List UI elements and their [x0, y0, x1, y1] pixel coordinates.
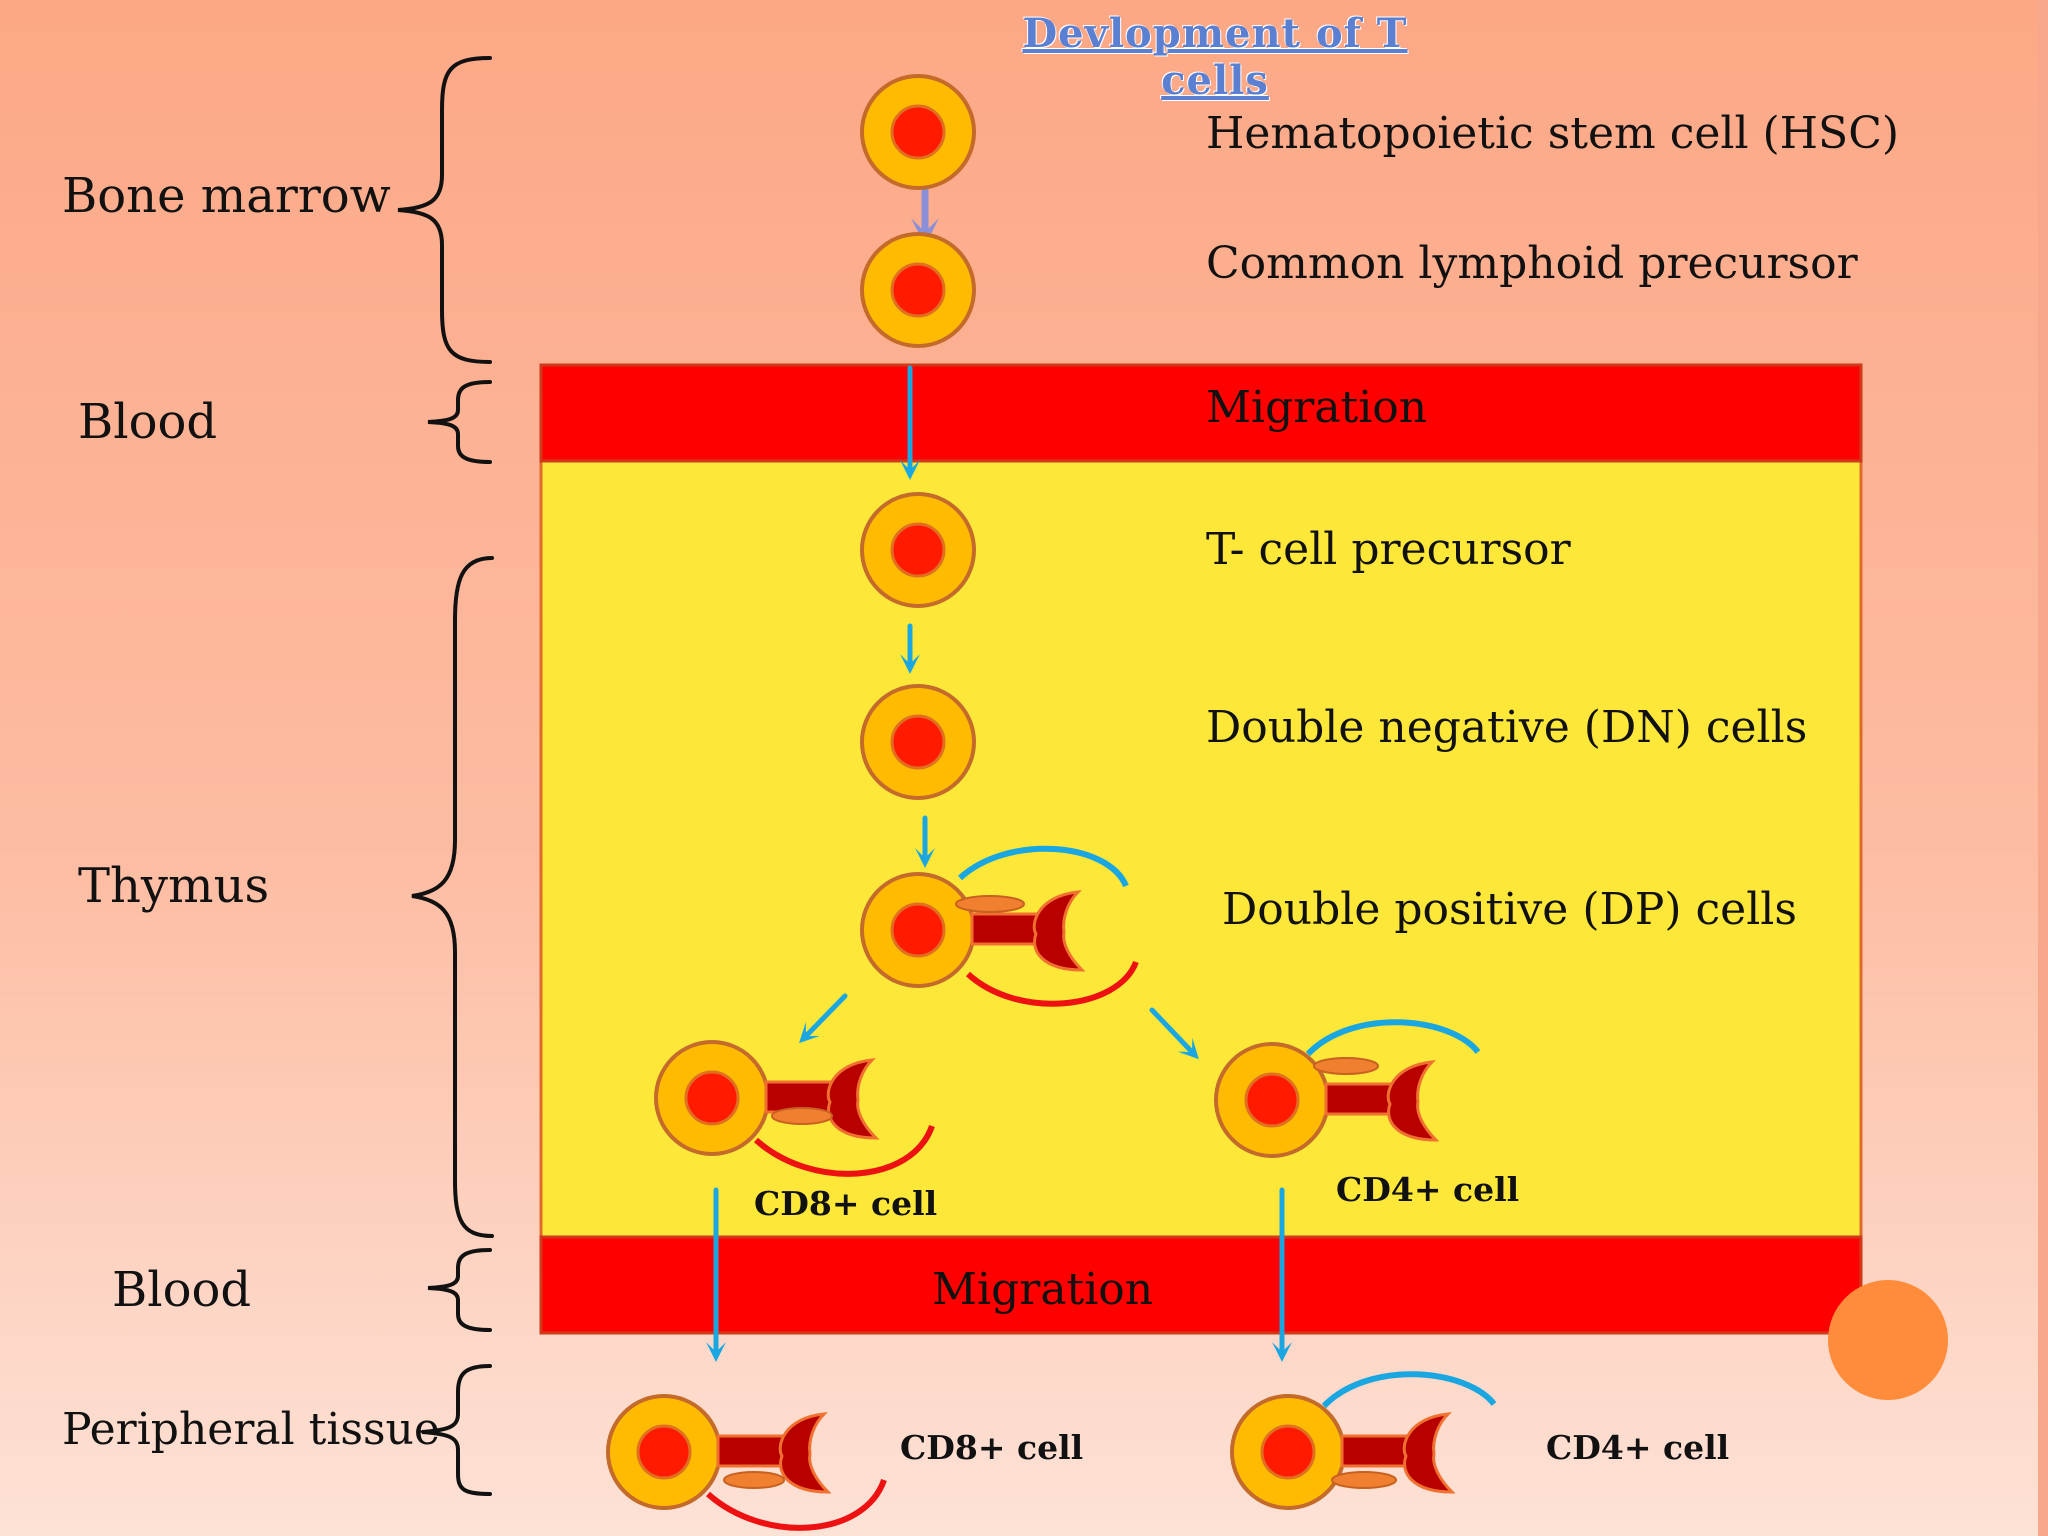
brace-peripheral [421, 1364, 492, 1496]
label-cd4-peripheral: CD4+ cell [1546, 1428, 1730, 1467]
cell-dn [860, 684, 976, 800]
cell-hsc [860, 74, 976, 190]
arrows [706, 184, 1292, 1362]
label-cd4-thymus: CD4+ cell [1336, 1170, 1520, 1209]
label-dn: Double negative (DN) cells [1206, 702, 1808, 753]
region-thymus: Thymus [78, 858, 270, 914]
diagram-title: Devlopment of T cells [1022, 10, 1408, 104]
region-peripheral-tissue: Peripheral tissue [62, 1404, 440, 1455]
cell-dp [860, 845, 1139, 1007]
cell-cd4-thymus [1214, 1019, 1481, 1158]
label-clp: Common lymphoid precursor [1206, 238, 1858, 289]
label-migration-bottom: Migration [932, 1264, 1154, 1315]
cell-cd8-thymus [654, 1040, 935, 1177]
label-dp: Double positive (DP) cells [1222, 884, 1797, 935]
label-hsc: Hematopoietic stem cell (HSC) [1206, 108, 1900, 159]
label-migration-top: Migration [1206, 382, 1428, 433]
label-t-precursor: T- cell precursor [1206, 524, 1571, 575]
cell-cd4-peripheral [1230, 1371, 1497, 1510]
brace-thymus [411, 556, 494, 1238]
decorative-circle [1828, 1280, 1948, 1400]
cell-t-precursor [860, 492, 976, 608]
region-blood-bottom: Blood [112, 1262, 252, 1318]
arrow-dp-to-cd4 [1149, 1007, 1199, 1060]
brace-bone-marrow [397, 56, 492, 364]
thymus-box [539, 363, 1863, 1335]
label-cd8-thymus: CD8+ cell [754, 1184, 938, 1223]
cell-cd8-peripheral [606, 1394, 887, 1531]
label-cd8-peripheral: CD8+ cell [900, 1428, 1084, 1467]
migration-band-top [539, 363, 1863, 463]
brace-blood-bottom [427, 1248, 492, 1332]
braces [397, 56, 494, 1496]
cell-clp [860, 232, 976, 348]
region-bone-marrow: Bone marrow [62, 168, 391, 224]
brace-blood-top [427, 380, 492, 464]
region-blood-top: Blood [78, 394, 218, 450]
migration-band-bottom [539, 1235, 1863, 1335]
arrow-dp-to-cd8 [799, 993, 848, 1044]
